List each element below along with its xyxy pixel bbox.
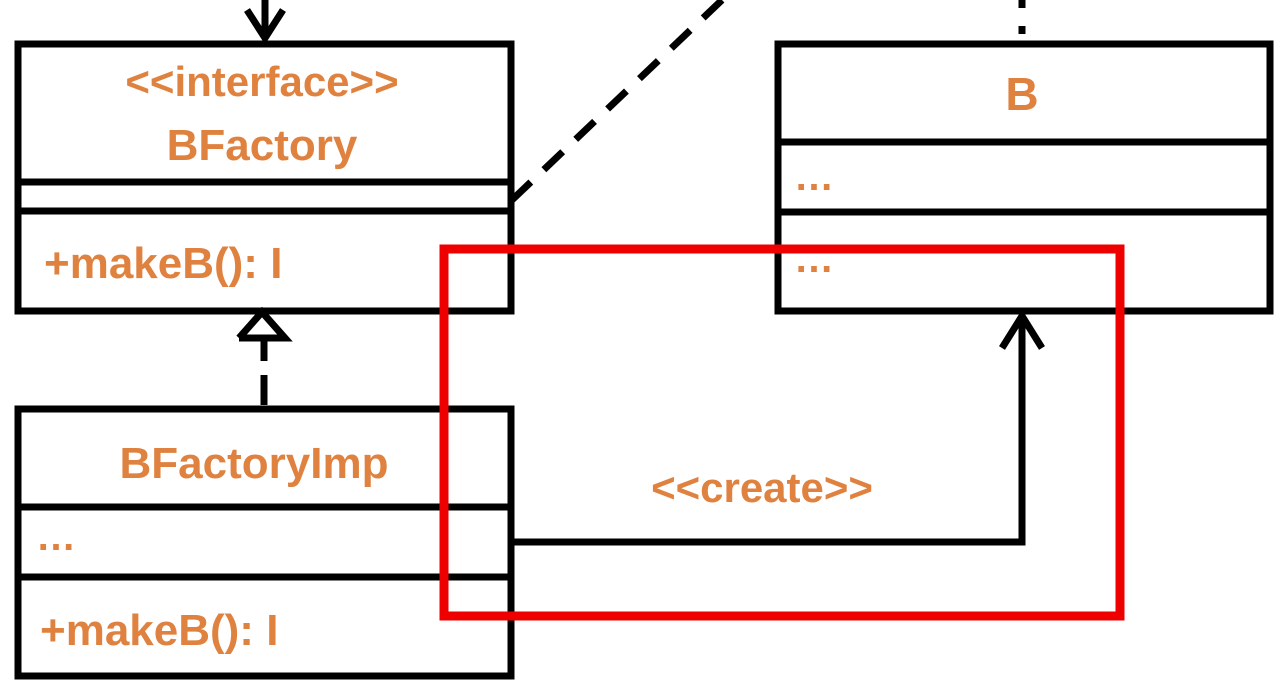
- create-label: <<create>>: [651, 464, 873, 511]
- realization-arrow: [236, 306, 293, 405]
- class-b[interactable]: B … …: [774, 40, 1274, 315]
- class-bfactoryimp[interactable]: BFactoryImp … +makeB(): I: [14, 405, 515, 680]
- b-operations: …: [794, 237, 834, 281]
- bfactory-name: BFactory: [167, 121, 358, 170]
- bfactoryimp-operation: +makeB(): I: [40, 606, 278, 655]
- b-name: B: [1005, 68, 1038, 120]
- class-bfactory[interactable]: <<interface>> BFactory +makeB(): I: [14, 40, 515, 315]
- b-attributes: …: [794, 155, 834, 199]
- incoming-arrow-top: [244, 0, 286, 45]
- highlight-box: [439, 244, 1125, 621]
- bfactoryimp-name: BFactoryImp: [120, 439, 389, 488]
- bfactoryimp-attributes: …: [36, 515, 76, 559]
- dependency-line-upper: [509, 0, 725, 203]
- create-relationship: <<create>>: [511, 309, 1045, 546]
- bfactory-stereotype: <<interface>>: [125, 58, 398, 105]
- bfactory-operation: +makeB(): I: [44, 239, 282, 288]
